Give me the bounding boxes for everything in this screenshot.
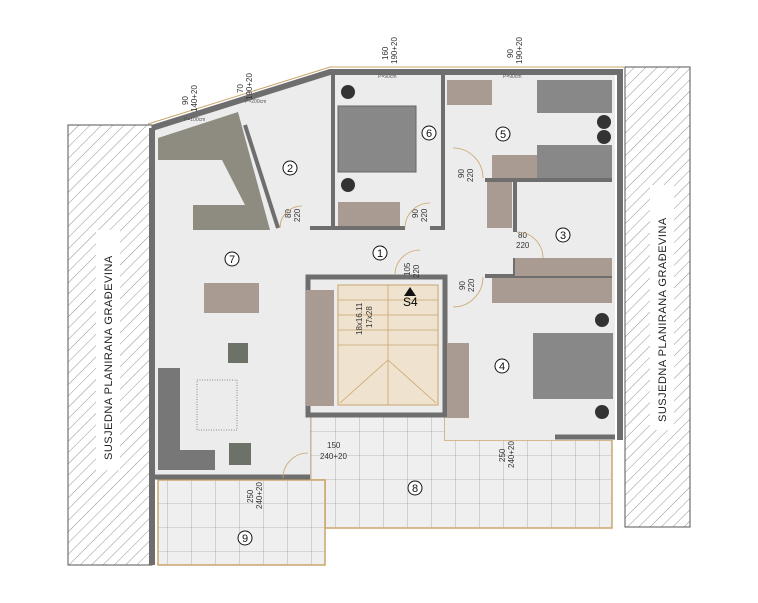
svg-text:P=100cm: P=100cm bbox=[184, 117, 205, 123]
svg-text:80: 80 bbox=[518, 231, 527, 240]
svg-text:90: 90 bbox=[181, 96, 190, 105]
wardrobe-hall bbox=[487, 182, 512, 228]
stair-up-arrow-icon bbox=[404, 287, 416, 296]
svg-text:220: 220 bbox=[293, 208, 302, 222]
svg-text:220: 220 bbox=[420, 208, 429, 222]
svg-text:90: 90 bbox=[458, 281, 467, 290]
stair-label: S4 bbox=[403, 295, 418, 309]
room-2: 2 bbox=[282, 160, 298, 176]
bed-room-6 bbox=[337, 105, 417, 173]
room-3: 3 bbox=[555, 227, 571, 243]
wardrobe-room-5 bbox=[492, 155, 537, 178]
svg-text:220: 220 bbox=[467, 278, 476, 292]
stair-dim-1: 18x16.11 bbox=[355, 302, 364, 335]
svg-text:220: 220 bbox=[516, 241, 530, 250]
cabinet-living bbox=[306, 290, 334, 406]
svg-text:240+20: 240+20 bbox=[507, 441, 516, 468]
armchair bbox=[228, 343, 248, 363]
kitchen-counter bbox=[158, 112, 270, 230]
svg-text:3: 3 bbox=[560, 230, 566, 242]
bed-room-4 bbox=[533, 333, 613, 399]
svg-text:90: 90 bbox=[411, 209, 420, 218]
room-8: 8 bbox=[407, 480, 423, 496]
wardrobe-room-4 bbox=[492, 278, 612, 303]
svg-text:150: 150 bbox=[327, 441, 341, 450]
room-1: 1 bbox=[372, 245, 388, 261]
dining-table bbox=[204, 283, 259, 313]
sofa bbox=[158, 368, 215, 470]
wardrobe-room-6 bbox=[338, 202, 400, 226]
door-dimensions: 80 220 90 220 90 220 80 220 105 220 90 2… bbox=[246, 168, 530, 509]
svg-text:190+20: 190+20 bbox=[515, 37, 524, 64]
svg-text:220: 220 bbox=[412, 264, 421, 278]
svg-text:80: 80 bbox=[284, 209, 293, 218]
svg-text:6: 6 bbox=[426, 128, 432, 140]
svg-text:250: 250 bbox=[498, 448, 507, 462]
room-6: 6 bbox=[421, 125, 437, 141]
svg-text:160: 160 bbox=[381, 46, 390, 60]
room-5: 5 bbox=[495, 126, 511, 142]
window-dimensions: 90 140+20 P=100cm 70 190+20 P=200cm 160 … bbox=[181, 37, 524, 123]
room-labels: 1 2 3 4 5 6 7 8 9 bbox=[224, 125, 571, 546]
outer-wall bbox=[149, 69, 623, 565]
neighbor-label-right: SUSJEDNA PLANIRANA GRAĐEVINA bbox=[657, 217, 669, 422]
svg-text:105: 105 bbox=[403, 262, 412, 276]
room-4: 4 bbox=[494, 358, 510, 374]
svg-text:7: 7 bbox=[229, 254, 235, 266]
svg-text:P=90cm: P=90cm bbox=[378, 74, 396, 80]
terrace-9 bbox=[157, 479, 326, 566]
neighbor-label-left: SUSJEDNA PLANIRANA GRAĐEVINA bbox=[103, 255, 115, 460]
desk-room-4 bbox=[447, 343, 469, 418]
svg-text:P=90cm: P=90cm bbox=[503, 74, 521, 80]
svg-text:190+20: 190+20 bbox=[390, 37, 399, 64]
svg-text:P=200cm: P=200cm bbox=[245, 99, 266, 105]
armchair-2 bbox=[229, 443, 251, 465]
svg-text:70: 70 bbox=[236, 84, 245, 93]
bed-room-5-a bbox=[537, 80, 612, 113]
svg-text:5: 5 bbox=[500, 129, 506, 141]
svg-text:90: 90 bbox=[457, 169, 466, 178]
svg-text:9: 9 bbox=[242, 533, 248, 545]
svg-text:250: 250 bbox=[246, 489, 255, 503]
rug bbox=[196, 379, 238, 431]
furniture bbox=[158, 80, 613, 470]
desk-room-5 bbox=[447, 80, 492, 105]
stair-dim-2: 17x28 bbox=[365, 306, 374, 328]
svg-text:240+20: 240+20 bbox=[255, 482, 264, 509]
svg-text:8: 8 bbox=[412, 483, 418, 495]
svg-text:240+20: 240+20 bbox=[320, 452, 347, 461]
svg-text:190+20: 190+20 bbox=[245, 73, 254, 100]
svg-text:4: 4 bbox=[499, 361, 505, 373]
svg-text:90: 90 bbox=[506, 49, 515, 58]
bed-room-5-b bbox=[537, 145, 612, 178]
svg-text:140+20: 140+20 bbox=[190, 85, 199, 112]
vanity-room-3 bbox=[515, 258, 612, 276]
room-7: 7 bbox=[224, 251, 240, 267]
svg-text:220: 220 bbox=[466, 168, 475, 182]
door-swings bbox=[279, 147, 544, 479]
svg-text:2: 2 bbox=[287, 163, 293, 175]
svg-text:1: 1 bbox=[377, 248, 383, 260]
room-9: 9 bbox=[237, 530, 253, 546]
